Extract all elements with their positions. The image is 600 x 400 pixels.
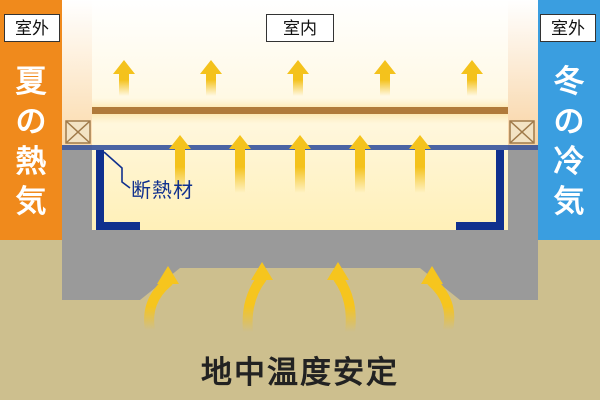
up-arrow-icon bbox=[289, 135, 311, 193]
up-arrow-icon bbox=[200, 60, 222, 96]
winter-cold-char: の bbox=[553, 104, 585, 140]
inside-tag: 室内 bbox=[266, 14, 334, 42]
curved-up-arrow-icon bbox=[421, 266, 455, 335]
up-arrow-icon bbox=[229, 135, 251, 193]
curved-up-arrow-icon bbox=[144, 266, 179, 335]
winter-cold-label: 冬 の 冷 気 bbox=[549, 62, 589, 222]
beam-end-cross-icon bbox=[509, 120, 535, 144]
summer-heat-label: 夏 の 熱 気 bbox=[11, 62, 51, 222]
up-arrow-icon bbox=[349, 135, 371, 193]
curved-up-arrow-icon bbox=[327, 262, 356, 337]
curved-up-arrow-icon bbox=[242, 262, 273, 337]
ground-arrows bbox=[144, 262, 455, 337]
up-arrow-icon bbox=[461, 60, 483, 96]
summer-heat-char: 夏 bbox=[15, 64, 47, 100]
floor-beam bbox=[92, 107, 508, 114]
summer-heat-char: 熱 bbox=[15, 144, 47, 180]
lower-arrows bbox=[169, 135, 431, 193]
ground-temperature-label: 地中温度安定 bbox=[201, 355, 399, 391]
upper-arrows bbox=[113, 60, 483, 96]
up-arrow-icon bbox=[374, 60, 396, 96]
winter-cold-char: 冬 bbox=[553, 64, 585, 100]
up-arrow-icon bbox=[113, 60, 135, 96]
summer-heat-char: の bbox=[15, 104, 47, 140]
outside-left-tag: 室外 bbox=[4, 14, 60, 42]
up-arrow-icon bbox=[287, 60, 309, 96]
summer-heat-char: 気 bbox=[15, 184, 47, 220]
winter-cold-char: 冷 bbox=[553, 144, 585, 180]
insulation-leader-line bbox=[103, 151, 131, 189]
beam-end-cross-icon bbox=[65, 120, 91, 144]
insulation-left bbox=[96, 150, 140, 230]
insulation-label: 断熱材 bbox=[131, 178, 194, 202]
outside-right-tag: 室外 bbox=[540, 14, 596, 42]
up-arrow-icon bbox=[169, 135, 191, 193]
winter-cold-char: 気 bbox=[553, 184, 585, 220]
up-arrow-icon bbox=[409, 135, 431, 193]
insulation-right bbox=[456, 150, 504, 230]
